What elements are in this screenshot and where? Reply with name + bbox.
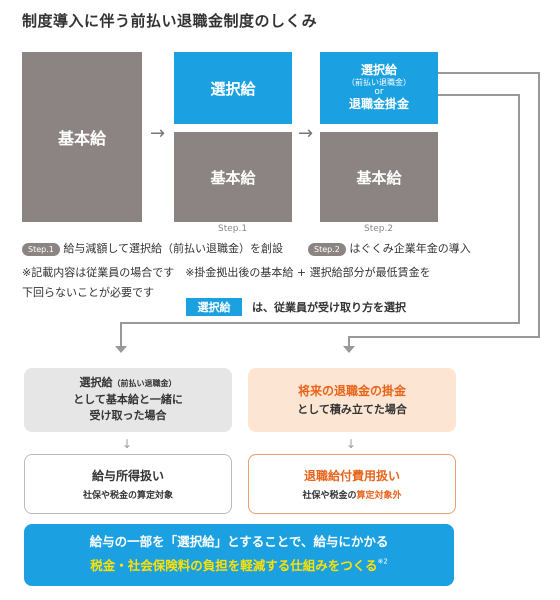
step1-description: Step.1 給与減額して選択給（前払い退職金）を創設 (22, 240, 283, 256)
left-case-line3: 受け取った場合 (89, 409, 167, 423)
connector-line (348, 336, 540, 338)
selective-pay-block: 選択給 (174, 52, 292, 124)
summary-line1: 給与の一部を「選択給」とすることで、給与にかかる (89, 534, 389, 550)
basic-salary-block: 基本給 (22, 52, 142, 222)
step2-basic-salary-label: 基本給 (356, 168, 402, 187)
salary-income-sub: 社保や税金の算定対象 (82, 491, 173, 501)
choice-text: は、従業員が受け取り方を選択 (252, 301, 406, 314)
arrow-right-icon: → (150, 123, 166, 144)
selective-pay-label: 選択給 (360, 63, 397, 78)
step2-text: はぐくみ企業年金の導入 (349, 242, 471, 255)
selective-pay-badge: 選択給 (186, 298, 242, 316)
connector-line (438, 94, 520, 96)
choice-row: 選択給 は、従業員が受け取り方を選択 (186, 298, 406, 316)
page-title: 制度導入に伴う前払い退職金制度のしくみ (22, 12, 318, 30)
step1-caption: Step.1 (218, 224, 248, 234)
step2-basic-salary-block: 基本給 (320, 132, 438, 222)
right-case-line1: 将来の退職金の掛金 (297, 383, 406, 398)
connector-line (348, 336, 350, 350)
step1-text: 給与減額して選択給（前払い退職金）を創設 (63, 242, 284, 255)
step1-basic-salary-label: 基本給 (210, 168, 256, 187)
connector-line (518, 94, 520, 324)
step2-description: Step.2 はぐくみ企業年金の導入 (308, 240, 471, 256)
retirement-benefit-sub-a: 社保や税金の (302, 491, 357, 501)
summary-line2: 税金・社会保険料の負担を軽減する仕組みをつくる※2 (90, 552, 388, 578)
retirement-contribution-label: 退職金掛金 (348, 96, 409, 111)
connector-line (438, 72, 540, 74)
step2-badge: Step.2 (308, 242, 346, 256)
prepaid-retirement-label: （前払い退職金） (112, 379, 177, 389)
summary-banner: 給与の一部を「選択給」とすることで、給与にかかる 税金・社会保険料の負担を軽減す… (24, 524, 454, 586)
arrow-down-icon: ↓ (346, 437, 357, 451)
retirement-benefit-sub-b: 算定対象外 (356, 491, 402, 501)
arrow-down-icon: ↓ (122, 437, 133, 451)
connector-line (538, 72, 540, 338)
retirement-benefit-sub: 社保や税金の算定対象外 (302, 488, 401, 501)
salary-income-card: 給与所得扱い 社保や税金の算定対象 (24, 454, 232, 514)
or-label: or (374, 87, 384, 98)
step2-caption: Step.2 (364, 224, 394, 234)
selective-pay-label: 選択給 (79, 376, 113, 390)
basic-salary-label: 基本給 (57, 129, 106, 148)
summary-note: ※2 (377, 557, 388, 566)
retirement-benefit-card: 退職給付費用扱い 社保や税金の算定対象外 (248, 454, 456, 514)
note-line-2: 下回らないことが必要です (22, 286, 154, 299)
retirement-benefit-title: 退職給付費用扱い (303, 469, 400, 483)
note-line-1: ※記載内容は従業員の場合です ※掛金拠出後の基本給 + 選択給部分が最低賃金を (22, 266, 431, 279)
step1-basic-salary-block: 基本給 (174, 132, 292, 222)
selective-or-pension-block: 選択給 （前払い退職金） or 退職金掛金 (320, 52, 438, 124)
left-case-card: 選択給（前払い退職金） として基本給と一緒に 受け取った場合 (24, 368, 232, 432)
salary-income-title: 給与所得扱い (91, 469, 164, 483)
arrow-down-icon (343, 346, 355, 353)
left-case-line2: として基本給と一緒に (73, 392, 183, 406)
right-case-card: 将来の退職金の掛金 として積み立てた場合 (248, 368, 456, 432)
prepaid-retirement-label: （前払い退職金） (347, 78, 411, 88)
connector-line (120, 322, 122, 350)
selective-pay-label: 選択給 (210, 79, 256, 98)
right-case-line2: として積み立てた場合 (297, 402, 407, 416)
arrow-right-icon: → (298, 123, 314, 144)
step1-badge: Step.1 (22, 242, 60, 256)
summary-line2-text: 税金・社会保険料の負担を軽減する仕組みをつくる (90, 558, 378, 574)
connector-line (120, 322, 520, 324)
arrow-down-icon (115, 346, 127, 353)
